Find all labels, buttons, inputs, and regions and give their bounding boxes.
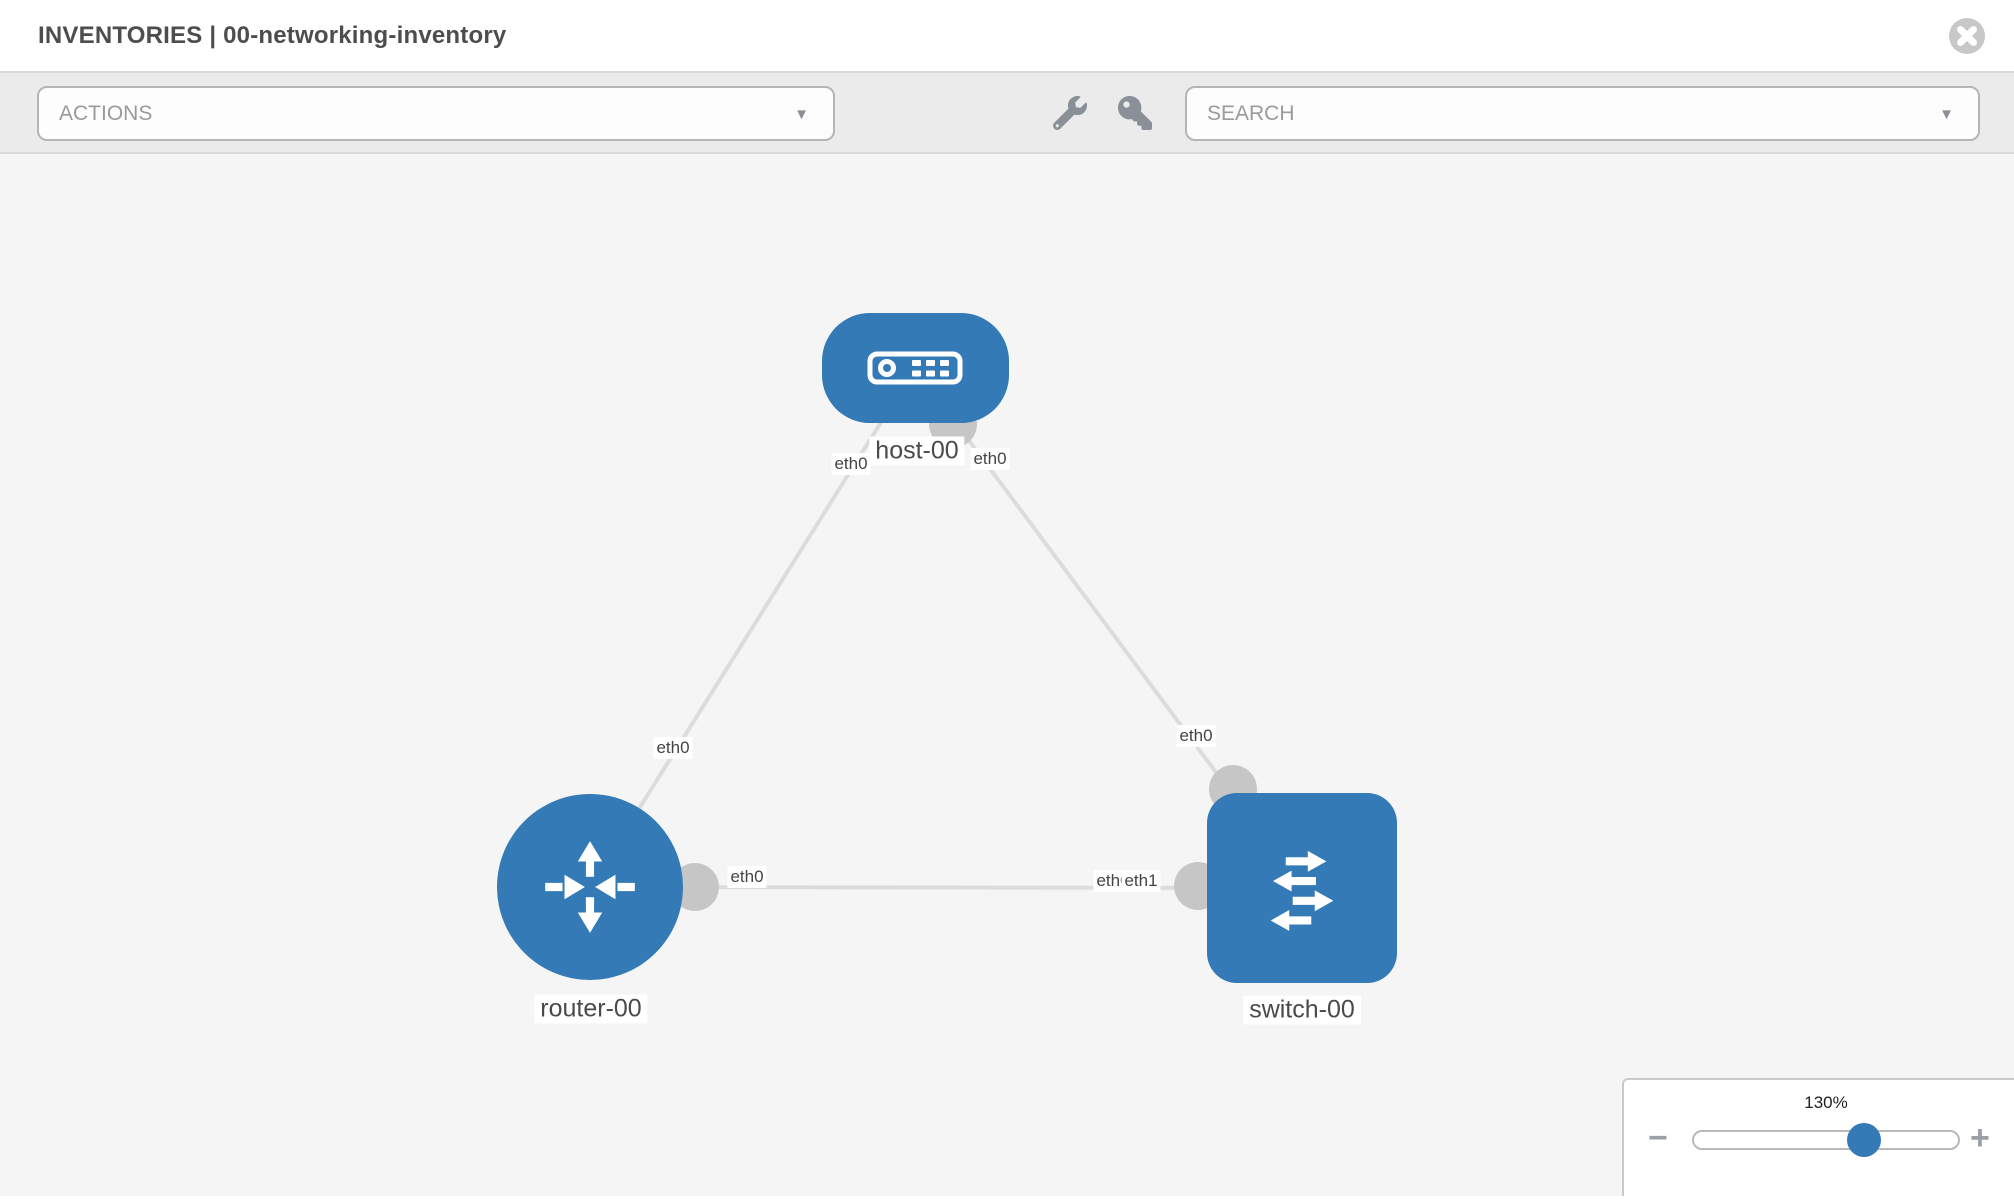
configure-button[interactable]	[1052, 96, 1087, 131]
interface-label: eth0	[1176, 725, 1216, 747]
zoom-slider-track[interactable]	[1692, 1130, 1960, 1150]
node-switch-00[interactable]	[1207, 793, 1397, 983]
actions-dropdown[interactable]: ACTIONS ▼	[37, 86, 835, 141]
zoom-control-panel: 130% − +	[1622, 1078, 2014, 1196]
interface-label: eth1	[1121, 870, 1161, 892]
topology-edges-layer	[588, 366, 1304, 911]
zoom-out-button[interactable]: −	[1648, 1119, 1668, 1157]
zoom-in-button[interactable]: +	[1970, 1119, 1990, 1157]
switch-icon	[1270, 850, 1334, 931]
node-router-00[interactable]	[497, 794, 683, 980]
close-icon	[1949, 18, 1985, 54]
interface-label: eth0	[970, 448, 1010, 470]
actions-dropdown-label: ACTIONS	[59, 102, 153, 125]
node-label-router-00: router-00	[534, 994, 648, 1024]
key-icon	[1118, 96, 1152, 130]
chevron-down-icon: ▼	[1939, 106, 1954, 123]
toolbar: ACTIONS ▼ SEARCH ▼	[0, 73, 2014, 154]
zoom-slider-handle[interactable]	[1846, 1123, 1881, 1157]
node-label-switch-00: switch-00	[1243, 995, 1361, 1025]
page-header: INVENTORIES | 00-networking-inventory	[0, 0, 2014, 73]
chevron-down-icon: ▼	[794, 106, 809, 123]
close-button[interactable]	[1948, 17, 1986, 55]
credentials-button[interactable]	[1118, 96, 1152, 130]
node-label-host-00: host-00	[869, 436, 965, 466]
search-dropdown[interactable]: SEARCH ▼	[1185, 86, 1980, 141]
zoom-level-value: 130%	[1804, 1093, 1848, 1112]
interface-connector-dot	[671, 863, 719, 911]
router-icon	[545, 841, 635, 933]
search-dropdown-label: SEARCH	[1207, 102, 1295, 125]
host-icon	[867, 351, 963, 385]
interface-label: eth0	[831, 453, 871, 475]
wrench-icon	[1052, 96, 1087, 131]
node-host-00[interactable]	[821, 313, 1009, 423]
interface-label: eth0	[727, 866, 767, 888]
interface-label: eth0	[653, 737, 693, 759]
page-title: INVENTORIES | 00-networking-inventory	[38, 22, 507, 49]
